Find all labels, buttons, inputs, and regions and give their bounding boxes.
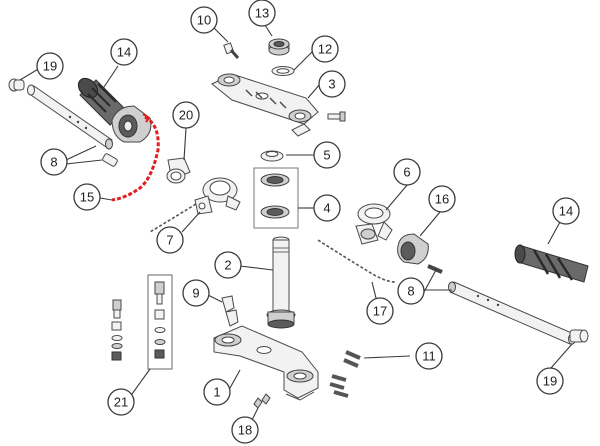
callout-19-left: 19 bbox=[36, 52, 64, 80]
callout-1: 1 bbox=[203, 378, 231, 406]
part-upper-triple-clamp bbox=[211, 73, 319, 137]
callout-4: 4 bbox=[313, 194, 341, 222]
part-steering-stem bbox=[266, 236, 296, 329]
callout-4-label: 4 bbox=[323, 201, 330, 216]
part-handlebar-clamp-left bbox=[194, 177, 241, 215]
callout-8-left-label: 8 bbox=[50, 155, 57, 170]
part-bolt-top bbox=[223, 42, 240, 59]
part-grip-right bbox=[514, 244, 589, 283]
callout-17: 17 bbox=[366, 297, 394, 325]
callout-10: 10 bbox=[190, 6, 218, 34]
callout-6-label: 6 bbox=[403, 165, 410, 180]
part-small-bolts bbox=[253, 393, 271, 409]
callout-13: 13 bbox=[248, 0, 276, 27]
callout-7: 7 bbox=[156, 226, 184, 254]
part-cable-right bbox=[317, 239, 397, 283]
callout-15-label: 15 bbox=[80, 190, 94, 205]
part-throttle-housing-left bbox=[111, 105, 152, 143]
callout-17-label: 17 bbox=[373, 304, 387, 319]
callout-6: 6 bbox=[393, 158, 421, 186]
part-pinch-bolt bbox=[327, 111, 346, 122]
callout-21: 21 bbox=[107, 388, 135, 416]
callout-18-label: 18 bbox=[238, 423, 252, 438]
callout-1-label: 1 bbox=[213, 385, 220, 400]
part-throttle-cable bbox=[111, 115, 160, 202]
callout-3: 3 bbox=[318, 70, 346, 98]
callout-8-right: 8 bbox=[397, 277, 425, 305]
callout-20: 20 bbox=[172, 101, 200, 129]
part-handlebar-clamp-right bbox=[355, 203, 393, 245]
callout-16: 16 bbox=[428, 185, 456, 213]
callout-7-label: 7 bbox=[166, 233, 173, 248]
callout-14-left-label: 14 bbox=[117, 45, 131, 60]
callout-9: 9 bbox=[182, 279, 210, 307]
part-bar-end-plug-right bbox=[569, 329, 589, 343]
callout-19-left-label: 19 bbox=[43, 59, 57, 74]
part-bar-end-plug-left bbox=[8, 78, 25, 92]
callout-15: 15 bbox=[73, 183, 101, 211]
part-cable-guide-clamp bbox=[166, 157, 191, 184]
callout-11: 11 bbox=[415, 342, 443, 370]
callout-11-label: 11 bbox=[422, 349, 436, 364]
callout-18: 18 bbox=[231, 416, 259, 444]
callout-14-left: 14 bbox=[110, 38, 138, 66]
part-grip-left bbox=[77, 77, 127, 126]
part-brackets bbox=[221, 295, 239, 327]
part-clamp-bolts bbox=[329, 350, 361, 398]
callout-9-label: 9 bbox=[192, 286, 199, 301]
part-steering-nut bbox=[268, 38, 290, 56]
callout-5-label: 5 bbox=[323, 148, 330, 163]
callout-14-right: 14 bbox=[552, 197, 580, 225]
part-handlebar-left bbox=[27, 84, 118, 167]
callout-5: 5 bbox=[313, 141, 341, 169]
part-lower-triple-clamp bbox=[213, 325, 319, 401]
callout-12: 12 bbox=[311, 35, 339, 63]
callout-14-right-label: 14 bbox=[559, 204, 573, 219]
callout-10-label: 10 bbox=[197, 13, 211, 28]
callout-3-label: 3 bbox=[328, 77, 335, 92]
part-bearings bbox=[253, 167, 299, 229]
cable-end-fitting bbox=[142, 113, 151, 123]
part-dust-seal bbox=[260, 150, 284, 162]
callout-16-label: 16 bbox=[435, 192, 449, 207]
callout-12-label: 12 bbox=[318, 42, 332, 57]
callout-8-right-label: 8 bbox=[407, 284, 414, 299]
callout-20-label: 20 bbox=[179, 108, 193, 123]
callout-8-left: 8 bbox=[40, 148, 68, 176]
callout-13-label: 13 bbox=[255, 6, 269, 21]
callout-2-label: 2 bbox=[224, 258, 231, 273]
part-washer bbox=[271, 66, 295, 76]
part-hardware-kit bbox=[111, 274, 173, 370]
leader-lines bbox=[19, 24, 573, 421]
callout-19-right-label: 19 bbox=[543, 374, 557, 389]
part-switch-housing-right bbox=[397, 233, 429, 265]
callout-21-label: 21 bbox=[114, 395, 128, 410]
callout-2: 2 bbox=[214, 251, 242, 279]
callout-19-right: 19 bbox=[536, 367, 564, 395]
part-handlebar-right bbox=[427, 264, 576, 345]
